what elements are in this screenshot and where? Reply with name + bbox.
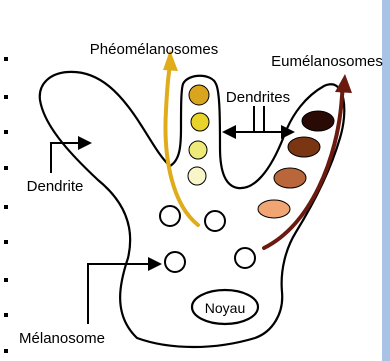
eumelanosome-granule — [288, 137, 320, 157]
dendrite-label: Dendrite — [27, 178, 84, 195]
nucleus-label: Noyau — [205, 300, 245, 316]
dendrite-pointer-head — [78, 136, 92, 150]
margin-bullet — [4, 240, 8, 244]
margin-bullet — [4, 57, 8, 61]
dendrites-pointer-left-head — [222, 125, 236, 139]
margin-bullet — [4, 205, 8, 209]
dendrites-label: Dendrites — [226, 89, 290, 106]
melanosome-label: Mélanosome — [19, 330, 105, 347]
margin-bullet — [4, 349, 8, 353]
empty-melanosome — [205, 211, 225, 231]
pheomelanosome-granule — [189, 141, 207, 159]
empty-melanosomes — [160, 206, 255, 272]
eumelanosome-granule — [274, 168, 306, 188]
margin-bullet — [4, 313, 8, 317]
margin-bullet — [4, 278, 8, 282]
pheomelanosome-granule — [189, 85, 209, 105]
page-edge-bar — [382, 0, 390, 361]
eumelanosome-granule — [258, 200, 290, 218]
margin-bullets — [4, 57, 8, 353]
pheomelanosome-granule — [188, 167, 206, 185]
eumelanosome-arrow-line — [264, 86, 343, 248]
pheomelanosome-granules — [188, 85, 209, 185]
eumelanosome-arrow-head — [335, 74, 352, 93]
pheomelanosomes-label: Phéomélanosomes — [90, 41, 218, 58]
pheomelanosome-granule — [191, 113, 209, 131]
melanosome-pointer-line — [88, 264, 148, 324]
melanosome-pointer-head — [148, 257, 162, 271]
margin-bullet — [4, 166, 8, 170]
margin-bullet — [4, 95, 8, 99]
empty-melanosome — [235, 248, 255, 268]
eumelanosomes-label: Eumélanosomes — [271, 53, 383, 70]
margin-bullet — [4, 130, 8, 134]
empty-melanosome — [160, 206, 180, 226]
dendrite-pointer-line — [51, 143, 78, 173]
eumelanosome-granule — [302, 111, 334, 131]
empty-melanosome — [165, 252, 185, 272]
dendrites-pointer — [236, 106, 281, 132]
